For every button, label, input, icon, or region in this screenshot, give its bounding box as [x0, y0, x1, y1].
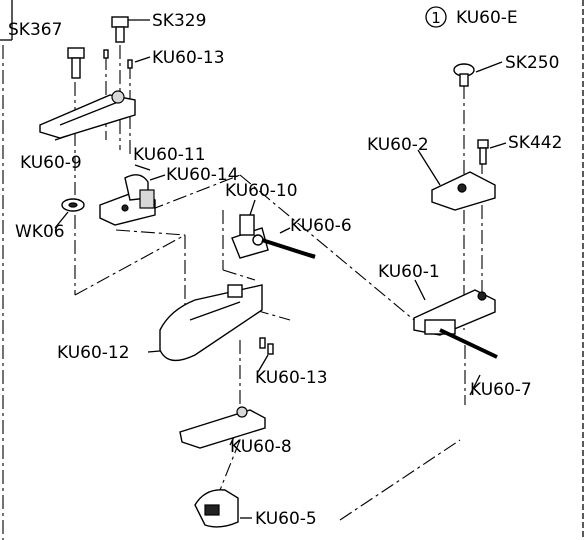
part-ku60-7-pin [439, 328, 498, 359]
label-ku60-11: KU60-11 [133, 145, 206, 165]
part-small-pins-mid [259, 337, 274, 355]
label-ku60-2: KU60-2 [367, 135, 429, 155]
part-ku60-5-guide [194, 489, 239, 528]
label-sk442: SK442 [508, 133, 562, 153]
part-ku60-10-bracket [231, 214, 269, 259]
index-mark: 1 [431, 9, 441, 27]
part-ku60-6-pin [261, 238, 316, 259]
part-sk442-screw [477, 139, 489, 165]
label-ku60-7: KU60-7 [470, 380, 532, 400]
label-ku60-6: KU60-6 [290, 216, 352, 236]
part-ku60-8-plate [179, 406, 266, 449]
label-sk250: SK250 [505, 53, 559, 73]
assembly-header: 1 KU60-E [425, 6, 518, 28]
part-small-pins-top [103, 49, 133, 69]
leader-lines [54, 19, 507, 519]
label-ku60-8: KU60-8 [230, 437, 292, 457]
label-ku60-13-mid: KU60-13 [255, 368, 328, 388]
part-sk367-screw [67, 47, 85, 79]
part-sk250-screw [453, 63, 475, 87]
part-ku60-14-spring [139, 189, 155, 209]
label-ku60-5: KU60-5 [255, 509, 317, 529]
label-ku60-12: KU60-12 [57, 343, 130, 363]
label-sk367: SK367 [8, 20, 62, 40]
label-ku60-10: KU60-10 [225, 181, 298, 201]
label-wk06: WK06 [15, 222, 65, 242]
part-ku60-9-plate [39, 90, 136, 139]
label-ku60-1: KU60-1 [378, 262, 440, 282]
part-wk06-washer [61, 198, 85, 212]
label-ku60-9: KU60-9 [20, 153, 82, 173]
part-sk329-screw [111, 16, 129, 43]
label-ku60-14: KU60-14 [166, 165, 239, 185]
part-ku60-1-lever [413, 289, 496, 336]
part-labels: SK367 SK329 KU60-13 KU60-9 KU60-11 KU60-… [8, 11, 562, 529]
assembly-code: KU60-E [456, 8, 518, 28]
part-ku60-2-plate [431, 171, 496, 211]
part-ku60-12-foot [159, 284, 263, 362]
label-ku60-13-top: KU60-13 [152, 48, 225, 68]
label-sk329: SK329 [152, 11, 206, 31]
index-circle [425, 6, 447, 28]
